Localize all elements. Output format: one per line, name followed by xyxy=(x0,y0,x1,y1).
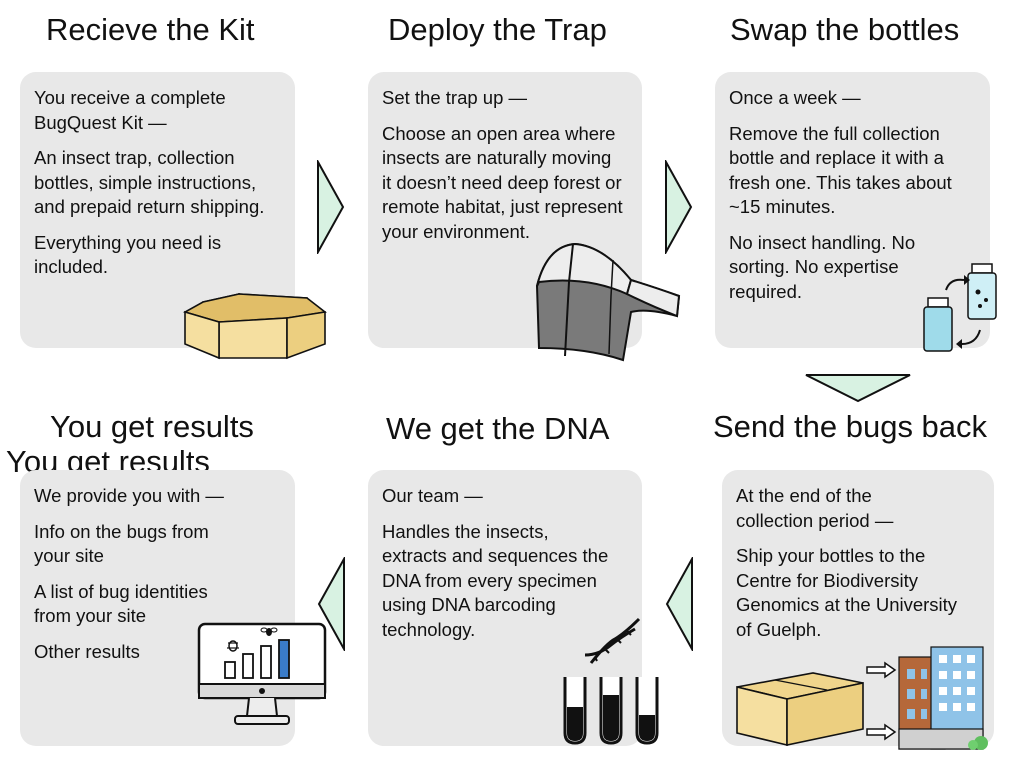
arrow-right-2-icon xyxy=(665,160,693,254)
step-6-text-3: A list of bug identities from your site xyxy=(34,580,208,627)
step-6-title: You get results xyxy=(50,409,254,444)
step-6-text-2: Info on the bugs from your site xyxy=(34,520,209,567)
step-1-text-2: An insect trap, collection bottles, simp… xyxy=(34,147,265,217)
arrow-left-1-icon xyxy=(665,557,693,651)
step-6-text-1: We provide you with — xyxy=(34,485,224,506)
step-3-text-3: No insect handling. No sorting. No exper… xyxy=(729,231,916,302)
step-3-text-1: Once a week — xyxy=(729,87,861,108)
step-4-text-1: At the end of the collection period — xyxy=(736,485,894,531)
arrow-right-1-icon xyxy=(317,160,345,254)
arrow-left-2-icon xyxy=(317,557,345,651)
step-6-card: We provide you with — Info on the bugs f… xyxy=(20,470,295,746)
step-2-text-1: Set the trap up — xyxy=(382,87,528,108)
cardboard-box-icon xyxy=(183,293,327,360)
step-1-text-1: You receive a complete BugQuest Kit — xyxy=(34,87,226,133)
step-2-text-2: Choose an open area where insects are na… xyxy=(382,122,623,242)
step-5-text-1: Our team — xyxy=(382,485,483,506)
step-5-title: We get the DNA xyxy=(386,411,610,446)
step-1-text-3: Everything you need is included. xyxy=(34,231,222,278)
malaise-trap-icon xyxy=(535,242,681,362)
step-6-text-4: Other results xyxy=(34,640,140,662)
step-1-card: You receive a complete BugQuest Kit — An… xyxy=(20,72,295,348)
step-3-text-2: Remove the full collection bottle and re… xyxy=(729,122,952,218)
step-2-title: Deploy the Trap xyxy=(388,12,607,47)
step-5-card: Our team — Handles the insects, extracts… xyxy=(368,470,642,746)
step-1-title: Recieve the Kit xyxy=(46,12,255,47)
step-5-text-2: Handles the insects, extracts and sequen… xyxy=(382,520,609,640)
box-to-building-icon xyxy=(736,646,988,750)
step-3-title: Swap the bottles xyxy=(730,12,960,47)
step-4-text-2: Ship your bottles to the Centre for Biod… xyxy=(736,545,958,640)
bottle-swap-icon xyxy=(923,263,997,352)
dna-test-tubes-icon xyxy=(563,617,659,745)
computer-bar-chart-icon xyxy=(197,622,327,725)
step-4-title: Send the bugs back xyxy=(713,409,988,444)
arrow-down-icon xyxy=(805,374,911,403)
